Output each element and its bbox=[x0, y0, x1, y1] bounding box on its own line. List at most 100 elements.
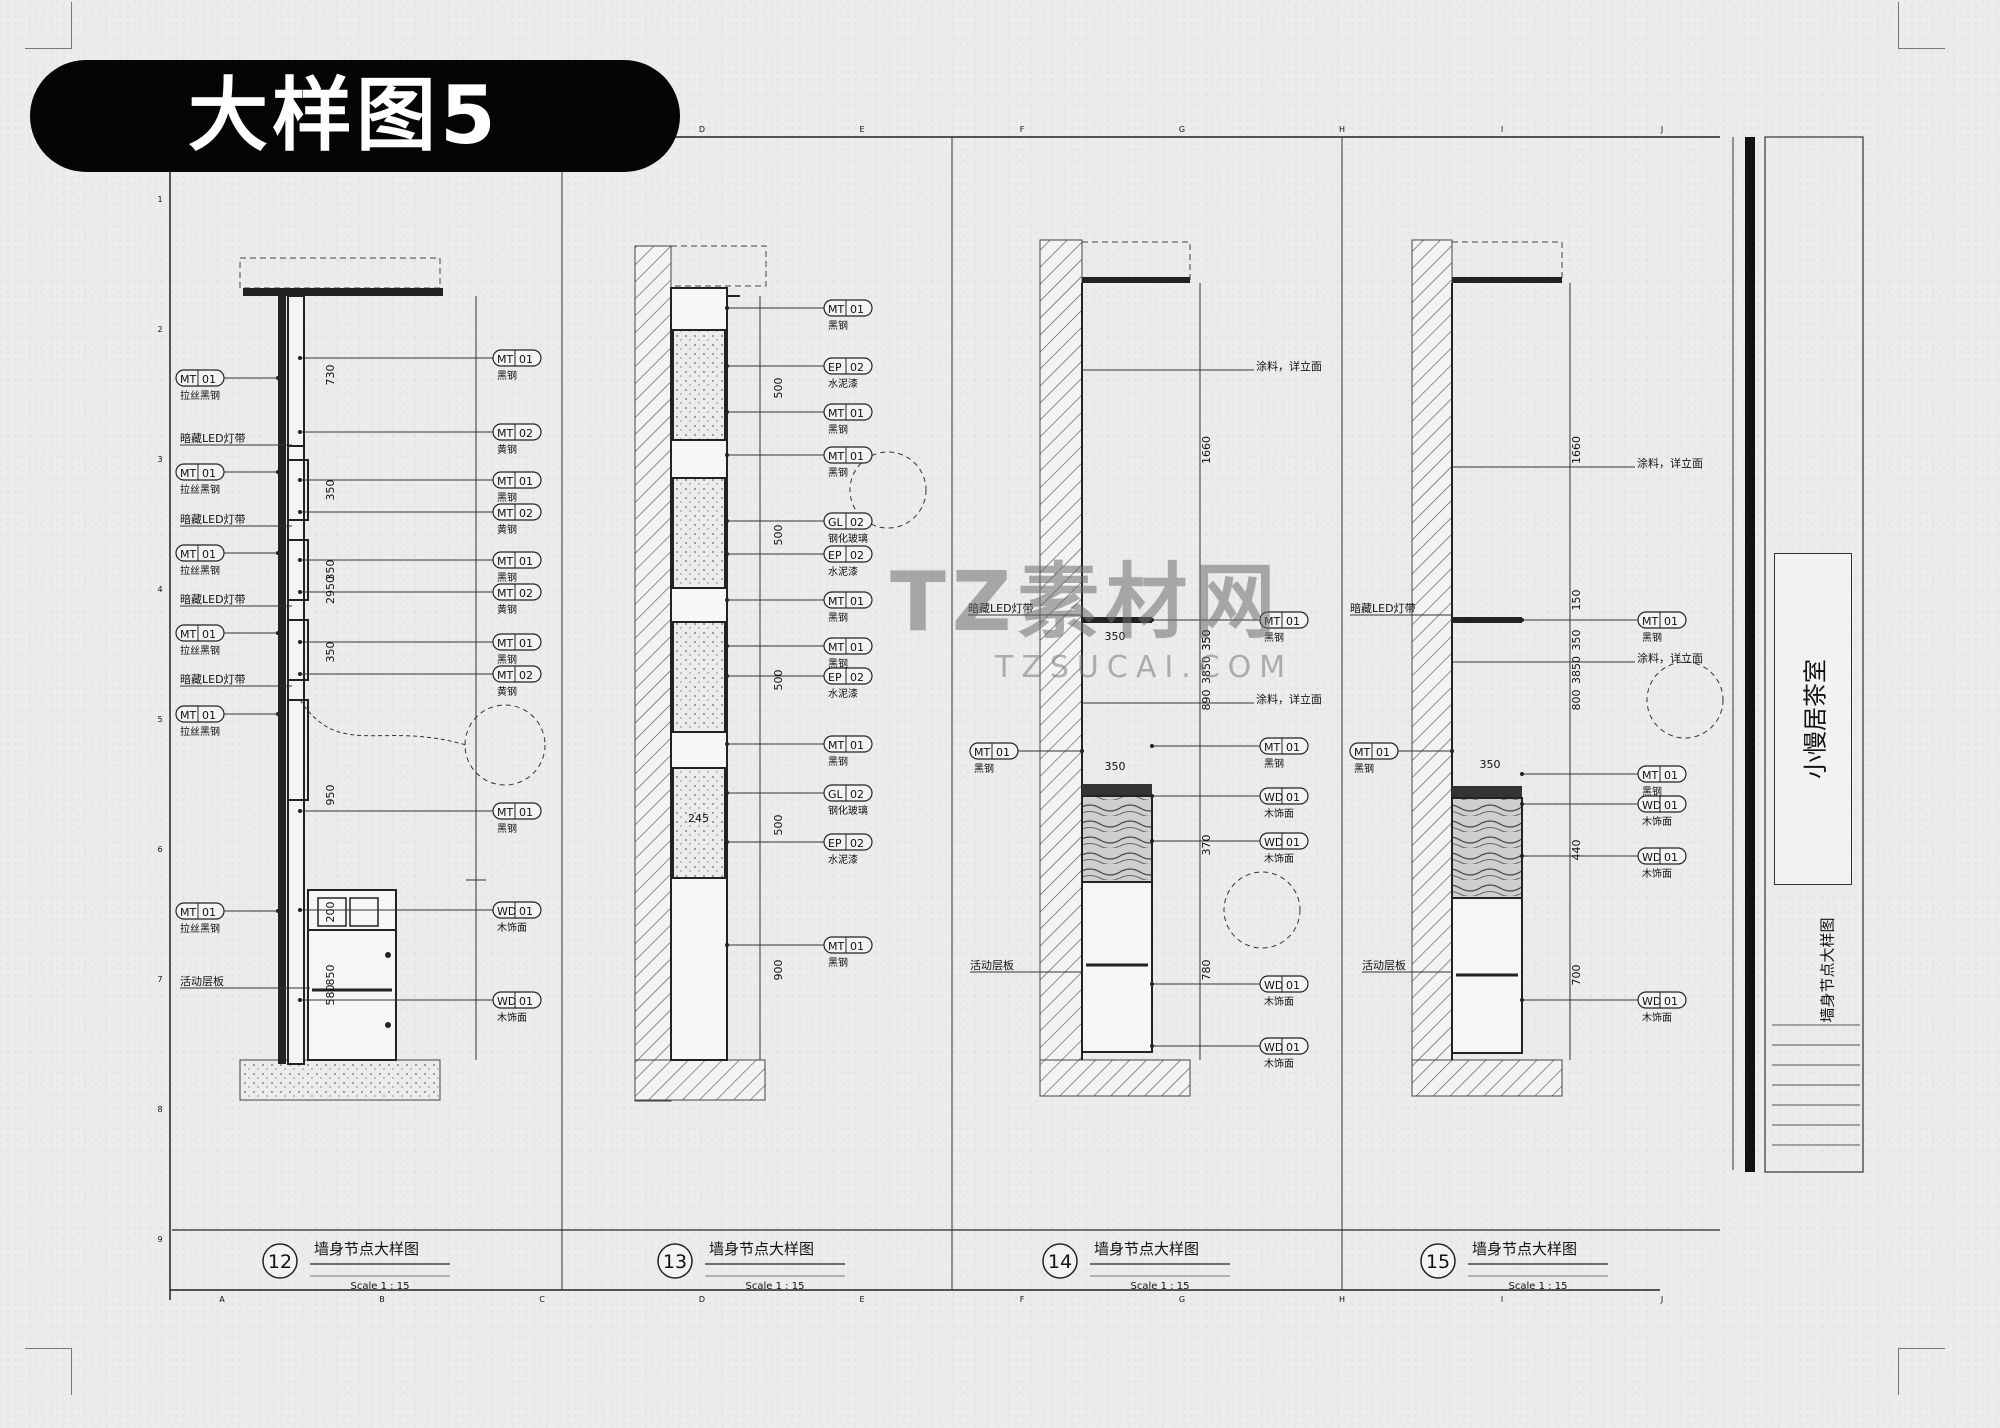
detail-number: 15 bbox=[1426, 1251, 1450, 1273]
tag-number: 01 bbox=[519, 905, 533, 918]
dimension-value: 2950 bbox=[324, 576, 337, 604]
callout-label: 涂料，详立面 bbox=[1256, 359, 1322, 373]
callout-text: 暗藏LED灯带 bbox=[180, 512, 246, 526]
tag-code: MT bbox=[828, 641, 844, 654]
tag-code: MT bbox=[180, 628, 196, 641]
dimension-value: 350 bbox=[324, 560, 337, 581]
tag-code: WD bbox=[1264, 836, 1283, 849]
callout-label: 活动层板 bbox=[970, 958, 1082, 973]
dimension-value: 440 bbox=[1570, 840, 1583, 861]
tag-code: MT bbox=[1264, 615, 1280, 628]
tag-material: 钢化玻璃 bbox=[828, 532, 868, 545]
tag-number: 01 bbox=[519, 353, 533, 366]
callout-text: 暗藏LED灯带 bbox=[1350, 601, 1416, 615]
tag-material: 水泥漆 bbox=[828, 687, 858, 700]
tag-material: 黄钢 bbox=[497, 443, 517, 456]
callout-label: 暗藏LED灯带 bbox=[1350, 601, 1452, 616]
tag-number: 01 bbox=[1286, 791, 1300, 804]
grid-letter: I bbox=[1501, 125, 1503, 134]
tag-code: MT bbox=[1642, 615, 1658, 628]
title-block-project: 小慢居茶室 bbox=[1774, 553, 1852, 885]
tag-code: MT bbox=[497, 806, 513, 819]
tag-number: 01 bbox=[519, 475, 533, 488]
grid-number: 5 bbox=[157, 715, 162, 724]
tag-material: 黑钢 bbox=[1264, 757, 1284, 770]
crop-mark-top-left bbox=[25, 2, 72, 49]
detail-scale: Scale 1 : 15 bbox=[746, 1281, 805, 1292]
tag-code: MT bbox=[497, 669, 513, 682]
tag-material: 木饰面 bbox=[1642, 815, 1672, 828]
tag-code: MT bbox=[828, 407, 844, 420]
detail-number: 14 bbox=[1048, 1251, 1072, 1273]
grid-letter: J bbox=[1660, 1295, 1663, 1304]
tag-material: 拉丝黑钢 bbox=[180, 483, 220, 496]
callout-label: 暗藏LED灯带 bbox=[180, 672, 292, 687]
tag-material: 黑钢 bbox=[1642, 785, 1662, 798]
grid-letter: I bbox=[1501, 1295, 1503, 1304]
tag-code: EP bbox=[828, 361, 842, 374]
callout-label: 暗藏LED灯带 bbox=[968, 601, 1082, 616]
grid-number: 7 bbox=[157, 975, 162, 984]
project-name: 小慢居茶室 bbox=[1801, 659, 1830, 779]
tag-code: MT bbox=[1642, 769, 1658, 782]
tag-material: 黑钢 bbox=[828, 319, 848, 332]
tag-code: MT bbox=[497, 475, 513, 488]
callout-label: 涂料，详立面 bbox=[1637, 456, 1703, 470]
tag-number: 01 bbox=[202, 467, 216, 480]
grid-letter: D bbox=[699, 125, 705, 134]
tag-code: MT bbox=[828, 595, 844, 608]
tag-material: 拉丝黑钢 bbox=[180, 644, 220, 657]
tag-code: MT bbox=[180, 548, 196, 561]
dimension-value: 950 bbox=[324, 785, 337, 806]
tag-number: 01 bbox=[519, 555, 533, 568]
sheet-badge: 大样图5 bbox=[30, 60, 680, 172]
tag-material: 木饰面 bbox=[1264, 807, 1294, 820]
tag-material: 木饰面 bbox=[1264, 1057, 1294, 1070]
tag-material: 黑钢 bbox=[1354, 762, 1374, 775]
dimension-value: 500 bbox=[772, 815, 785, 836]
tag-number: 01 bbox=[1664, 615, 1678, 628]
dimension-value: 350 bbox=[1200, 630, 1213, 651]
tag-material: 水泥漆 bbox=[828, 377, 858, 390]
tag-material: 木饰面 bbox=[1264, 852, 1294, 865]
tag-number: 01 bbox=[202, 548, 216, 561]
dimension-value: 245 bbox=[688, 812, 709, 825]
callout-text: 暗藏LED灯带 bbox=[968, 601, 1034, 615]
detail-title-text: 墙身节点大样图 bbox=[1472, 1240, 1577, 1258]
dimension-value: 890 bbox=[1200, 690, 1213, 711]
grid-number: 3 bbox=[157, 455, 162, 464]
detail-number: 12 bbox=[268, 1251, 292, 1273]
grid-letter: B bbox=[379, 1295, 385, 1304]
tag-number: 01 bbox=[519, 637, 533, 650]
tag-material: 黑钢 bbox=[828, 657, 848, 670]
tag-number: 01 bbox=[850, 641, 864, 654]
detail-title-text: 墙身节点大样图 bbox=[314, 1240, 419, 1258]
grid-letter: G bbox=[1179, 1295, 1185, 1304]
grid-letter: J bbox=[1660, 125, 1663, 134]
